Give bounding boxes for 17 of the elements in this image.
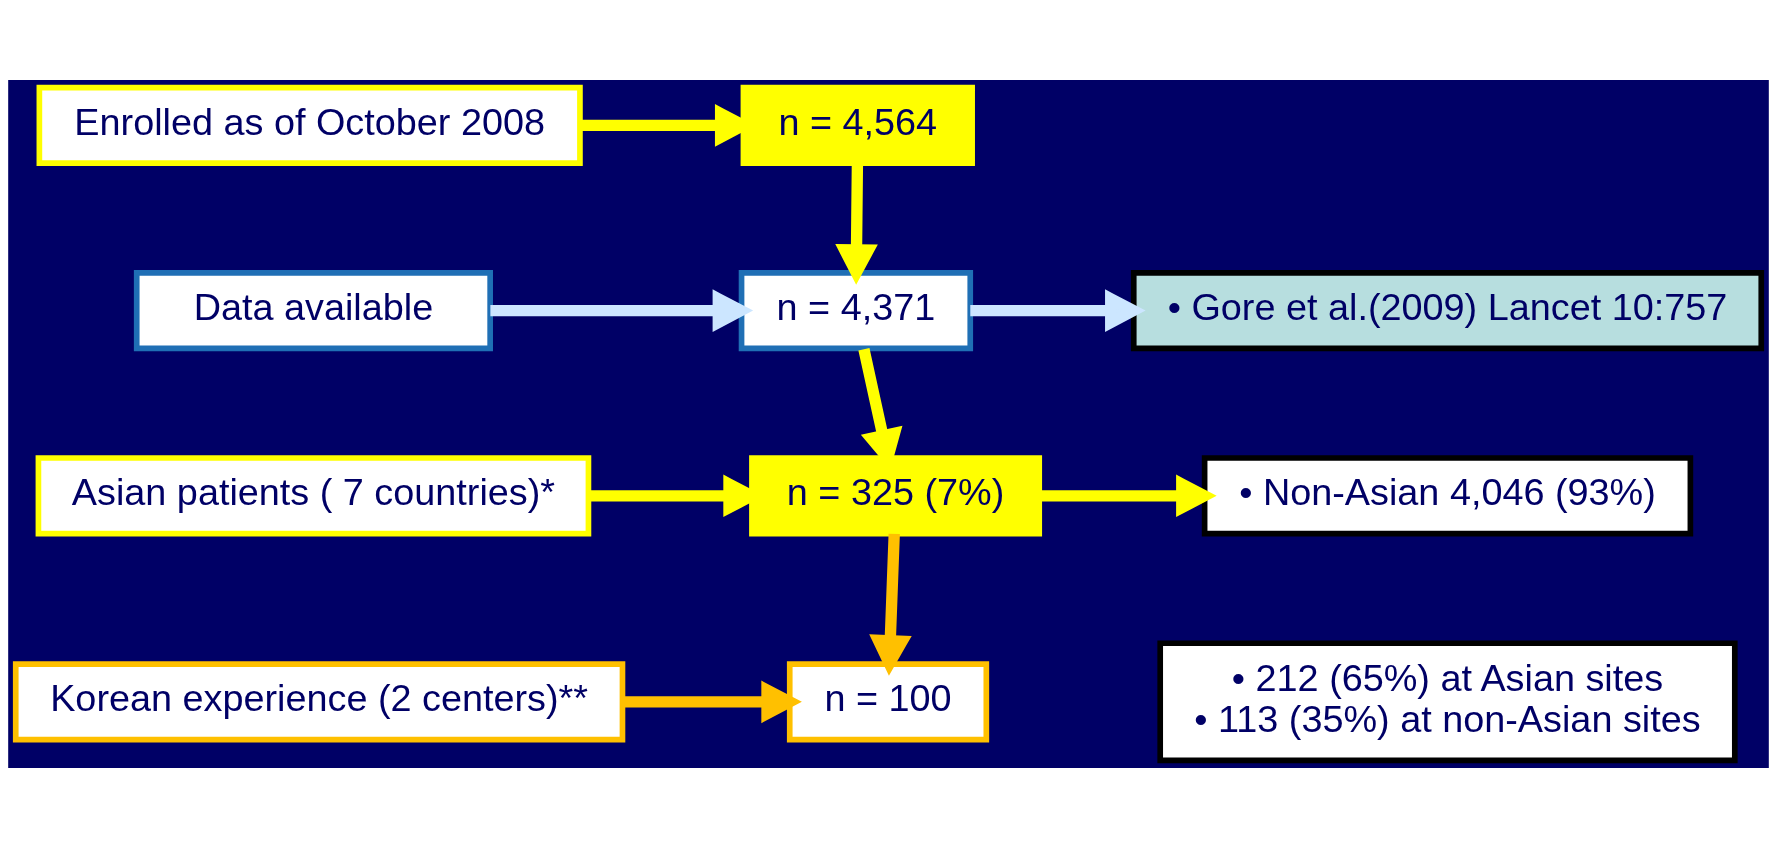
node-box: • Non-Asian 4,046 (93%): [1201, 454, 1694, 536]
arrow: [623, 680, 802, 723]
node-box: n = 4,371: [738, 269, 974, 351]
arrow: [835, 163, 878, 285]
node-box: n = 325 (7%): [749, 454, 1043, 536]
arrow: [869, 533, 912, 676]
node-box: • 212 (65%) at Asian sites • 113 (35%) at non-Asian sites: [1157, 639, 1738, 763]
arrow: [970, 288, 1146, 332]
arrow: [1039, 474, 1217, 517]
node-box: Data available: [133, 269, 493, 351]
node-box: n = 100: [786, 660, 990, 742]
node-box: n = 4,564: [740, 84, 975, 166]
node-box: Enrolled as of October 2008: [36, 84, 583, 166]
arrow: [490, 288, 754, 332]
node-box: • Gore et al.(2009) Lancet 10:757: [1130, 269, 1765, 351]
node-box: Korean experience (2 centers)**: [12, 660, 626, 742]
node-box: Asian patients ( 7 countries)*: [35, 454, 592, 536]
